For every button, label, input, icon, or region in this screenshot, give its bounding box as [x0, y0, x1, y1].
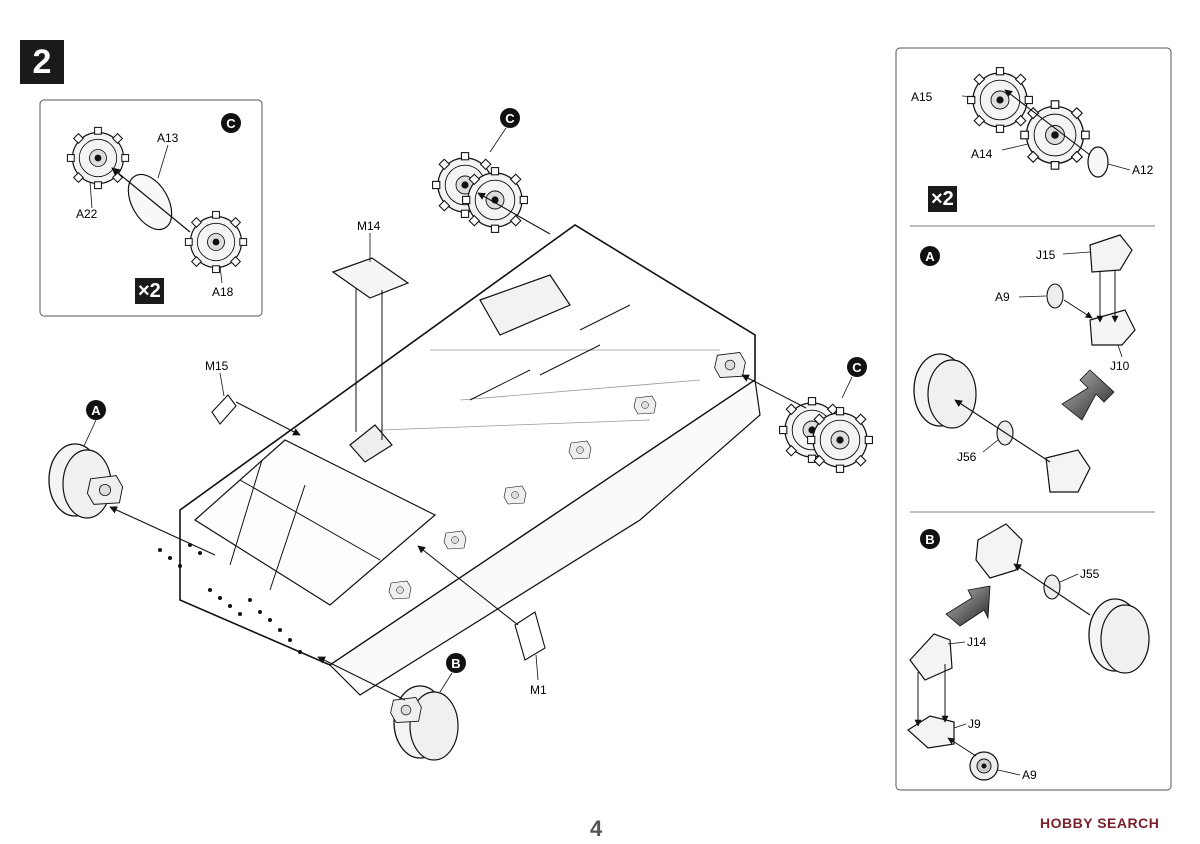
callout-c-right-badge — [847, 357, 867, 377]
label-j14: J14 — [967, 635, 987, 649]
part-j55-drawing — [1043, 574, 1061, 600]
leader-line — [1001, 143, 1029, 151]
inset-box-right — [895, 47, 1172, 791]
section-a-badge — [920, 246, 940, 266]
leader-line — [535, 654, 539, 681]
label-a12: A12 — [1132, 163, 1154, 177]
sprocket-a15-drawing — [966, 66, 1034, 134]
plate-m1-drawing — [514, 611, 546, 661]
assembly-arrow — [1004, 89, 1091, 156]
direction-arrow-down — [1061, 369, 1115, 421]
tank-hull-drawing — [158, 224, 761, 696]
watermark: HOBBY SEARCH — [1040, 815, 1160, 831]
leader-line — [947, 641, 966, 645]
callout-a-badge — [86, 400, 106, 420]
cap-a12-drawing — [1087, 146, 1109, 178]
label-m14: M14 — [357, 219, 381, 233]
leader-line — [157, 144, 169, 179]
callout-c-letter: C — [226, 116, 236, 131]
label-m15: M15 — [205, 359, 229, 373]
spacer-a13-drawing — [127, 173, 173, 231]
assembly-arrow — [477, 192, 551, 235]
part-j15-drawing — [1089, 234, 1133, 273]
assembly-arrow — [235, 401, 301, 436]
label-a9: A9 — [995, 290, 1010, 304]
label-j56: J56 — [957, 450, 977, 464]
assembly-arrow — [947, 737, 977, 757]
wheel-a9-b-drawing — [969, 751, 999, 781]
subassembly-c-right-drawing — [778, 396, 874, 474]
label-j10: J10 — [1110, 359, 1130, 373]
assembly-arrow — [109, 506, 216, 556]
leader-line — [1117, 344, 1123, 358]
label-j9: J9 — [968, 717, 981, 731]
multiplier-badge-right: ×2 — [928, 186, 957, 212]
inset-box-top-left — [39, 99, 263, 317]
wheel-assembly-drawing — [913, 353, 977, 429]
section-b-badge — [920, 529, 940, 549]
callout-c-right-letter: C — [852, 360, 862, 375]
callout-a-letter: A — [91, 403, 101, 418]
assembly-arrow — [741, 374, 807, 409]
subassembly-a-drawing — [48, 443, 124, 519]
assembly-arrow — [1013, 563, 1091, 616]
label-m1: M1 — [530, 683, 547, 697]
leader-line — [841, 376, 853, 399]
label-a22: A22 — [76, 207, 98, 221]
leader-line — [997, 769, 1021, 776]
leader-line — [1018, 295, 1047, 298]
sprocket-a14-drawing — [1020, 100, 1090, 170]
sprocket-a18-drawing — [184, 210, 248, 274]
leader-line — [439, 672, 453, 693]
callout-b-badge — [446, 653, 466, 673]
leader-line — [89, 181, 93, 209]
callout-c-top-badge — [500, 108, 520, 128]
part-j9-drawing — [907, 715, 955, 749]
wheel-a9-drawing — [1046, 283, 1064, 309]
sprocket-a22-drawing — [66, 126, 130, 190]
assembly-arrow — [317, 656, 406, 701]
leader-line — [83, 419, 97, 447]
multiplier-badge-top-left: ×2 — [135, 278, 164, 304]
leader-line — [953, 723, 967, 729]
leader-line — [489, 127, 507, 153]
callout-c-badge — [221, 113, 241, 133]
callout-c-top-letter: C — [505, 111, 515, 126]
leader-line — [219, 372, 225, 397]
wheel-assembly-b-drawing — [1088, 598, 1150, 674]
subassembly-c-top-drawing — [431, 151, 529, 234]
label-a15: A15 — [911, 90, 933, 104]
direction-arrow-up — [945, 585, 991, 627]
callout-b-letter: B — [451, 656, 460, 671]
section-b-letter: B — [925, 532, 934, 547]
leader-line — [219, 265, 223, 284]
label-a13: A13 — [157, 131, 179, 145]
subassembly-b-drawing — [390, 685, 459, 761]
leader-line — [961, 95, 976, 98]
label-j15: J15 — [1036, 248, 1056, 262]
label-a18: A18 — [212, 285, 234, 299]
step-number-badge: 2 — [20, 40, 64, 84]
assembly-arrow — [954, 399, 1051, 463]
label-a9-b: A9 — [1022, 768, 1037, 782]
leader-line — [982, 439, 999, 453]
leader-line — [1059, 573, 1079, 583]
section-a-letter: A — [925, 249, 935, 264]
leader-line — [1107, 163, 1131, 171]
assembly-arrow — [111, 167, 191, 233]
hub-assembly-b-drawing — [975, 523, 1023, 579]
plate-m15-drawing — [211, 394, 237, 425]
label-j55: J55 — [1080, 567, 1100, 581]
assembly-arrow — [417, 545, 519, 626]
assembly-arrow — [1063, 299, 1093, 319]
part-j14-drawing — [909, 633, 953, 681]
label-a14: A14 — [971, 147, 993, 161]
hub-piece-drawing — [1045, 449, 1091, 493]
part-j10-drawing — [1089, 309, 1136, 346]
leader-line — [1062, 251, 1091, 255]
page-number: 4 — [590, 816, 603, 841]
plate-m14-drawing — [331, 257, 410, 299]
